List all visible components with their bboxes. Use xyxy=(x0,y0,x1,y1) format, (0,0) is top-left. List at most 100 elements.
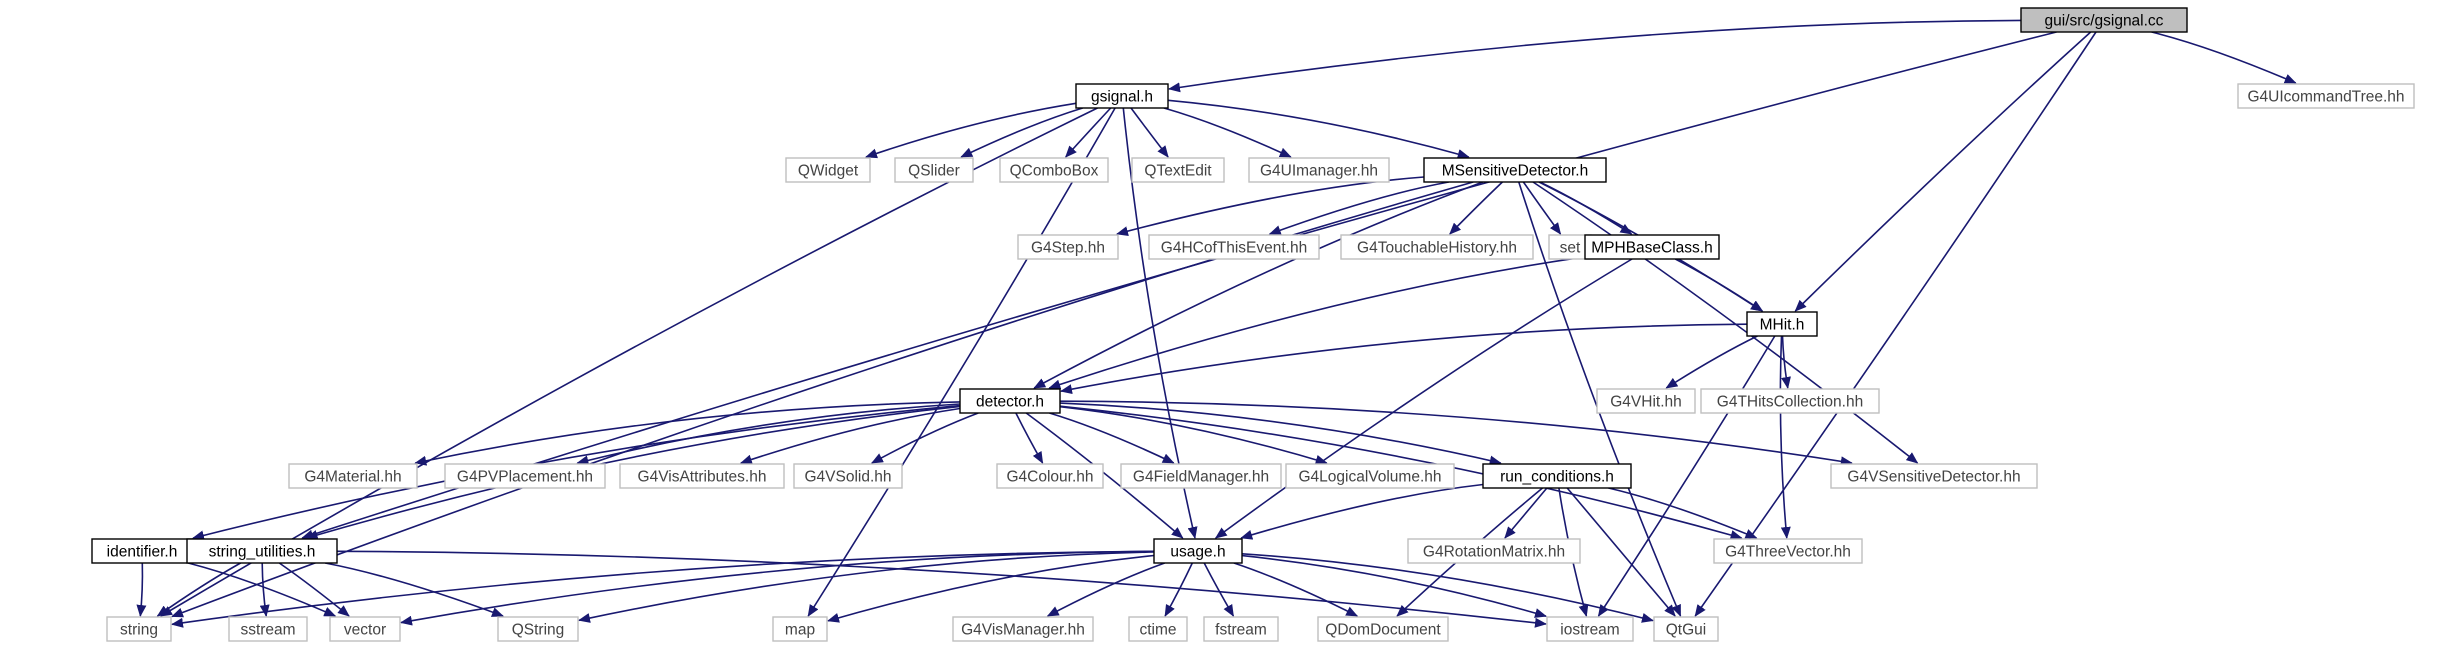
node-box xyxy=(1340,234,1534,260)
edge-usage_h-to-QString xyxy=(578,551,1155,623)
node-identifier-h[interactable]: identifier.h xyxy=(91,538,193,564)
node-run-conditions-h[interactable]: run_conditions.h xyxy=(1482,463,1632,489)
node-label: G4LogicalVolume.hh xyxy=(1298,469,1441,486)
node-label: QTextEdit xyxy=(1144,163,1212,180)
node-g4pvplacement-hh: G4PVPlacement.hh xyxy=(444,463,606,489)
edge-MSensitiveDetector_h-to-G4TouchableHistory_hh xyxy=(1449,181,1503,235)
node-iostream: iostream xyxy=(1546,616,1634,642)
node-gsignal-cc[interactable]: gui/src/gsignal.cc xyxy=(2020,7,2188,33)
edge-detector_h-to-G4LogicalVolume_hh xyxy=(1059,405,1328,465)
node-string: string xyxy=(106,616,172,642)
node-label: iostream xyxy=(1560,622,1619,639)
edge-gsignal_cc-to-string_utilities_h xyxy=(301,31,2057,540)
node-label: G4RotationMatrix.hh xyxy=(1423,544,1565,561)
edge-gsignal_h-to-QComboBox xyxy=(1065,107,1112,158)
edge-gsignal_h-to-map xyxy=(807,107,1116,617)
node-label: run_conditions.h xyxy=(1500,469,1614,486)
node-box xyxy=(996,463,1104,489)
node-box xyxy=(1017,234,1119,260)
node-label: gui/src/gsignal.cc xyxy=(2045,13,2164,30)
node-detector-h[interactable]: detector.h xyxy=(959,388,1061,414)
node-label: G4Colour.hh xyxy=(1006,469,1093,486)
node-label: identifier.h xyxy=(107,544,178,561)
edge-MHit_h-to-iostream xyxy=(1597,335,1776,617)
node-label: G4VisAttributes.hh xyxy=(638,469,767,486)
node-label: map xyxy=(785,622,815,639)
node-box xyxy=(106,616,172,642)
node-label: G4PVPlacement.hh xyxy=(457,469,593,486)
node-label: string xyxy=(120,622,158,639)
node-box xyxy=(1203,616,1279,642)
node-box xyxy=(952,616,1094,642)
node-label: QComboBox xyxy=(1010,163,1099,180)
edge-MSensitiveDetector_h-to-QtGui xyxy=(1518,181,1682,617)
node-box xyxy=(1285,463,1455,489)
node-gsignal-h[interactable]: gsignal.h xyxy=(1075,83,1169,109)
edge-usage_h-to-map xyxy=(827,554,1155,623)
edge-MHit_h-to-G4THitsCollection_hh xyxy=(1781,335,1791,389)
node-ctime: ctime xyxy=(1128,616,1188,642)
node-label: string_utilities.h xyxy=(209,544,316,561)
edge-detector_h-to-G4ThreeVector_hh xyxy=(1059,405,1743,540)
edge-usage_h-to-ctime xyxy=(1164,562,1194,617)
edge-run_conditions_h-to-G4RotationMatrix_hh xyxy=(1504,487,1548,539)
node-box xyxy=(1407,538,1581,564)
edge-MHit_h-to-detector_h xyxy=(1060,323,1748,395)
node-g4vhit-hh: G4VHit.hh xyxy=(1596,388,1696,414)
node-box xyxy=(999,157,1109,183)
edge-gsignal_h-to-G4UImanager_hh xyxy=(1163,107,1292,158)
edge-MSensitiveDetector_h-to-G4VSensitiveDetector_hh xyxy=(1532,181,1919,464)
node-label: ctime xyxy=(1139,622,1176,639)
edge-gsignal_h-to-QWidget xyxy=(865,102,1077,159)
node-label: vector xyxy=(344,622,386,639)
edge-MHit_h-to-G4VHit_hh xyxy=(1665,335,1758,389)
edge-gsignal_cc-to-MHit_h xyxy=(1794,31,2092,312)
node-box xyxy=(619,463,785,489)
node-label: QtGui xyxy=(1666,622,1706,639)
node-box xyxy=(288,463,418,489)
node-sstream: sstream xyxy=(228,616,308,642)
node-label: G4Material.hh xyxy=(304,469,401,486)
node-g4touchablehistory-hh: G4TouchableHistory.hh xyxy=(1340,234,1534,260)
edge-MPHBaseClass_h-to-usage_h xyxy=(1214,258,1633,539)
node-label: G4TouchableHistory.hh xyxy=(1357,240,1517,257)
node-mphbaseclass-h[interactable]: MPHBaseClass.h xyxy=(1584,234,1720,260)
node-g4material-hh: G4Material.hh xyxy=(288,463,418,489)
node-box xyxy=(2237,83,2415,109)
node-box xyxy=(1713,538,1863,564)
node-label: QSlider xyxy=(908,163,960,180)
edge-string_utilities_h-to-string xyxy=(156,562,241,617)
node-label: G4UImanager.hh xyxy=(1260,163,1378,180)
node-string-utilities-h[interactable]: string_utilities.h xyxy=(186,538,338,564)
node-box xyxy=(1423,157,1607,183)
node-label: G4Step.hh xyxy=(1031,240,1105,257)
node-box xyxy=(444,463,606,489)
edge-gsignal_cc-to-gsignal_h xyxy=(1168,19,2022,93)
node-label: QString xyxy=(512,622,565,639)
node-qdomdocument: QDomDocument xyxy=(1317,616,1449,642)
node-qslider: QSlider xyxy=(894,157,974,183)
node-box xyxy=(1153,538,1243,564)
node-g4rotationmatrix-hh: G4RotationMatrix.hh xyxy=(1407,538,1581,564)
node-box xyxy=(1830,463,2038,489)
node-label: G4THitsCollection.hh xyxy=(1717,394,1863,411)
node-g4fieldmanager-hh: G4FieldManager.hh xyxy=(1120,463,1282,489)
node-mhit-h[interactable]: MHit.h xyxy=(1746,311,1818,337)
node-box xyxy=(1584,234,1720,260)
node-box xyxy=(1546,616,1634,642)
node-box xyxy=(1148,234,1320,260)
node-msensitivedetector-h[interactable]: MSensitiveDetector.h xyxy=(1423,157,1607,183)
node-fstream: fstream xyxy=(1203,616,1279,642)
node-label: G4VSensitiveDetector.hh xyxy=(1847,469,2020,486)
edge-string_utilities_h-to-QString xyxy=(324,562,504,617)
node-g4uicommandtree-hh: G4UIcommandTree.hh xyxy=(2237,83,2415,109)
node-map: map xyxy=(772,616,828,642)
node-g4hcofthisevent-hh: G4HCofThisEvent.hh xyxy=(1148,234,1320,260)
node-usage-h[interactable]: usage.h xyxy=(1153,538,1243,564)
node-qtgui: QtGui xyxy=(1653,616,1719,642)
edge-detector_h-to-G4Material_hh xyxy=(414,401,961,466)
node-label: usage.h xyxy=(1170,544,1225,561)
node-g4threevector-hh: G4ThreeVector.hh xyxy=(1713,538,1863,564)
